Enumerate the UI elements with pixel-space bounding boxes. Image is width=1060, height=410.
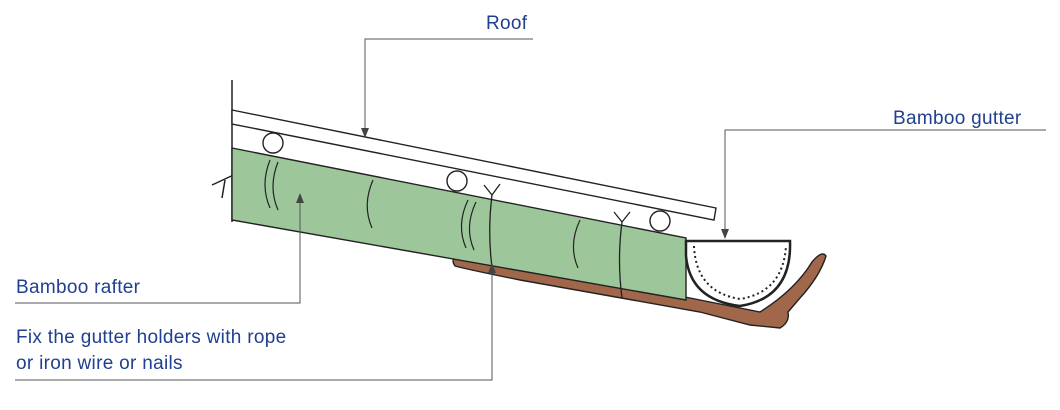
bamboo-rafter-label: Bamboo rafter <box>16 277 141 298</box>
bamboo-rafter <box>231 147 687 301</box>
leader-lines <box>15 38 1046 381</box>
roof-sheet <box>231 109 717 221</box>
roof-label: Roof <box>486 13 528 34</box>
rafter-nodes <box>264 159 581 269</box>
fix-holders-label-line1: Fix the gutter holders with rope <box>16 327 287 348</box>
bamboo-gutter-label: Bamboo gutter <box>893 108 1022 129</box>
leader-arrowheads <box>296 128 729 273</box>
purlin <box>649 210 671 232</box>
fix-holders-label-line2: or iron wire or nails <box>16 353 183 374</box>
purlin <box>262 132 284 154</box>
purlin <box>446 170 468 192</box>
bamboo-gutter <box>684 239 792 308</box>
